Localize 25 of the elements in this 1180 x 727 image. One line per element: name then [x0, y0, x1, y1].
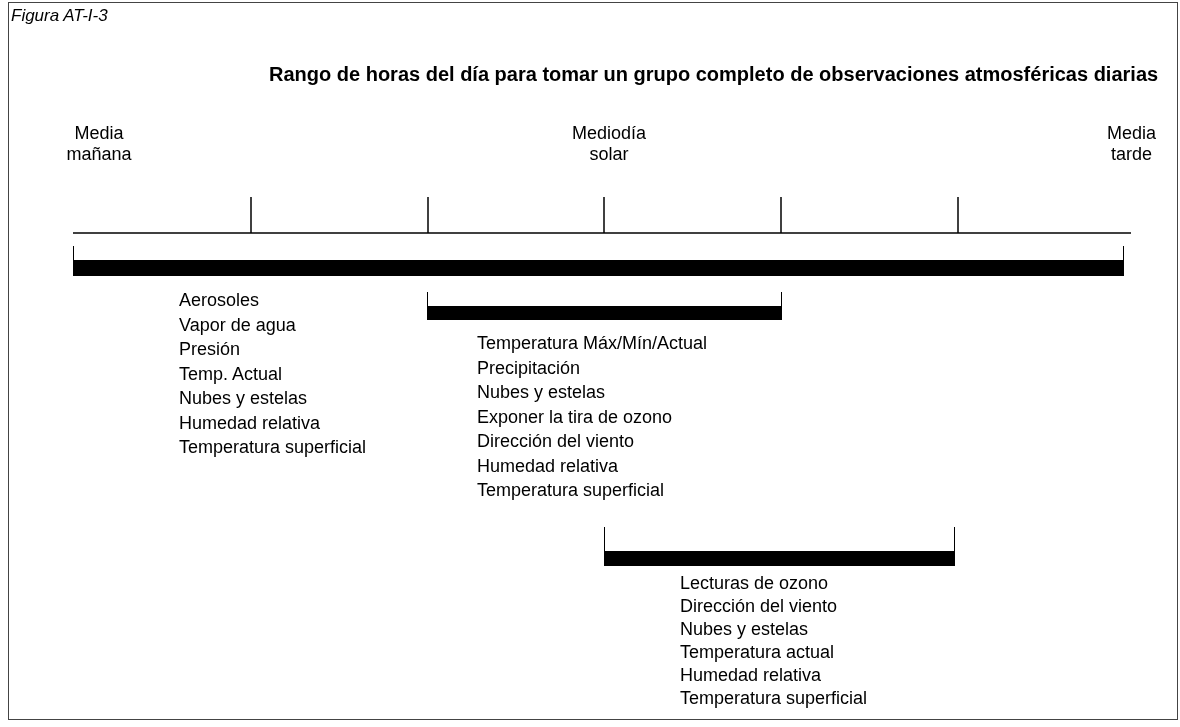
observation-item: Lecturas de ozono	[680, 572, 829, 595]
observation-item: Humedad relativa	[477, 454, 619, 478]
observation-item: Vapor de agua	[179, 313, 296, 337]
observation-item: Exponer la tira de ozono	[477, 405, 673, 429]
observation-item: Precipitación	[477, 356, 581, 380]
observation-item: Humedad relativa	[680, 664, 822, 687]
observation-item: Nubes y estelas	[680, 618, 809, 641]
observation-item: Temperatura actual	[680, 641, 835, 664]
observation-item: Dirección del viento	[680, 595, 838, 618]
figure-caption: Figura AT-I-3	[11, 6, 108, 26]
observation-item: Nubes y estelas	[477, 381, 606, 404]
time-label: Media mañana	[65, 123, 133, 165]
observation-item: Dirección del viento	[477, 430, 635, 453]
observation-item: Nubes y estelas	[179, 387, 308, 410]
observation-item: Temp. Actual	[179, 362, 283, 386]
observation-item: Temperatura superficial	[179, 436, 367, 459]
time-label: Media tarde	[1106, 123, 1157, 165]
chart-title: Rango de horas del día para tomar un grupo completo de observaciones atmosféricas diarias	[269, 63, 1160, 85]
observation-item: Presión	[179, 338, 241, 361]
observation-item: Temperatura superficial	[477, 479, 665, 502]
observation-item: Aerosoles	[179, 289, 260, 312]
time-label: Mediodía solar	[570, 123, 648, 165]
observation-item: Temperatura superficial	[680, 687, 868, 710]
observation-item: Humedad relativa	[179, 411, 321, 435]
observation-item: Temperatura Máx/Mín/Actual	[477, 332, 708, 355]
